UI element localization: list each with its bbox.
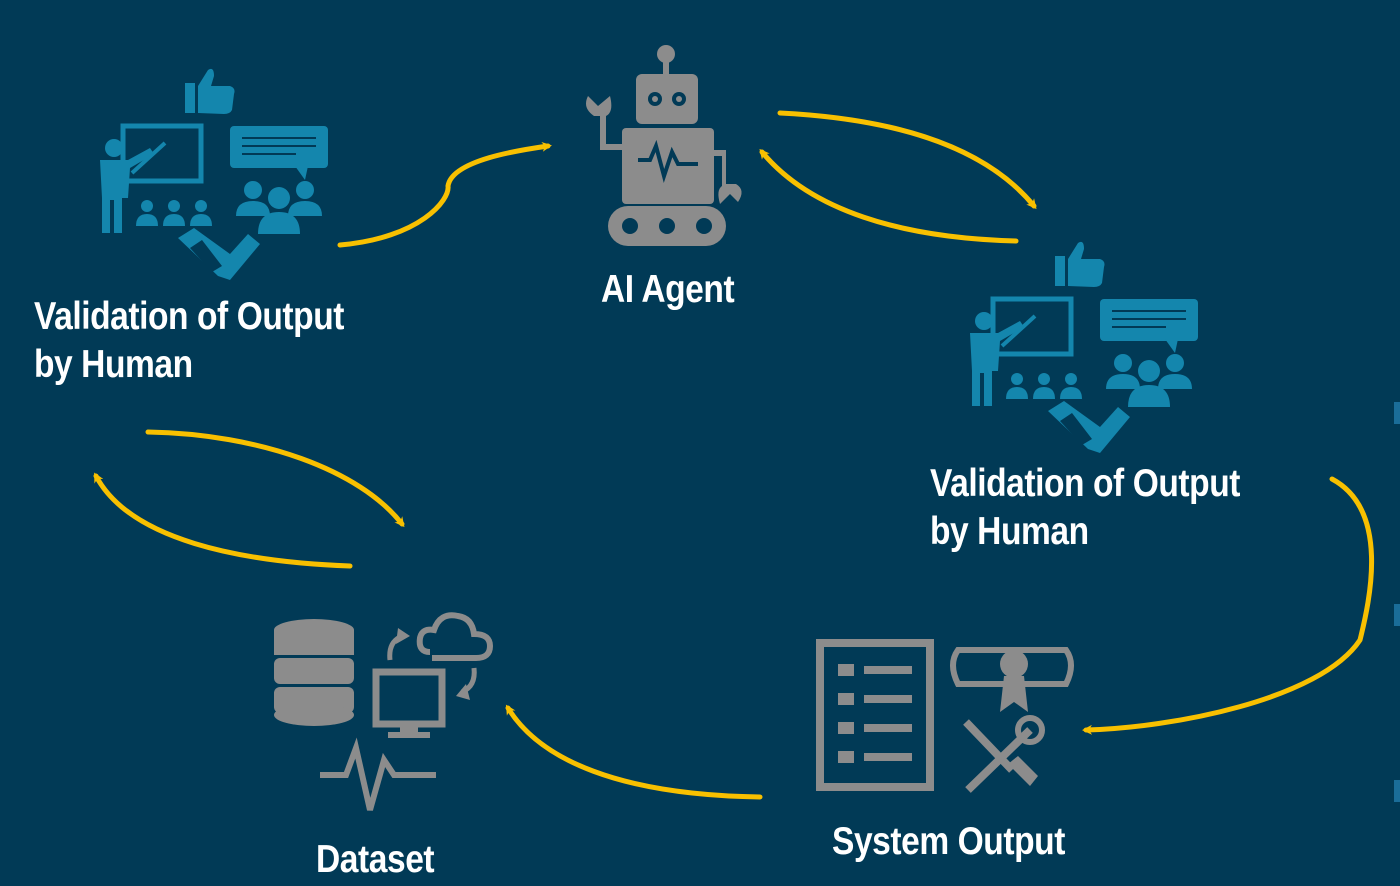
arrow-output-to-dataset bbox=[505, 704, 763, 800]
presentation-feedback-handshake-icon bbox=[100, 69, 328, 280]
system-output-label: System Output bbox=[832, 818, 1065, 866]
ai-agent-text: AI Agent bbox=[601, 268, 735, 311]
edge-mark bbox=[1394, 604, 1400, 626]
validation-right-line2: by Human bbox=[930, 510, 1089, 553]
checklist-certificate-tools-icon bbox=[816, 639, 1074, 793]
validation-left-line2: by Human bbox=[34, 343, 193, 386]
arrow-validation-right-to-output bbox=[1082, 476, 1375, 735]
arrow-validation-to-dataset bbox=[145, 429, 405, 528]
robot-icon bbox=[586, 45, 742, 246]
validation-left-label: Validation of Output by Human bbox=[34, 293, 344, 389]
system-output-text: System Output bbox=[832, 820, 1065, 863]
validation-left-line1: Validation of Output bbox=[34, 295, 345, 338]
validation-right-line1: Validation of Output bbox=[930, 462, 1241, 505]
arrow-dataset-to-validation bbox=[93, 472, 353, 569]
dataset-label: Dataset bbox=[316, 836, 435, 884]
presentation-feedback-handshake-icon bbox=[970, 242, 1198, 453]
arrow-validation-right-to-agent bbox=[759, 148, 1019, 244]
arrow-validation-to-agent bbox=[337, 141, 552, 248]
ai-agent-label: AI Agent bbox=[601, 266, 735, 314]
validation-right-label: Validation of Output by Human bbox=[930, 460, 1240, 556]
edge-mark bbox=[1394, 780, 1400, 802]
edge-mark bbox=[1394, 402, 1400, 424]
database-cloud-sync-icon bbox=[274, 612, 494, 811]
arrow-agent-to-validation-right bbox=[777, 110, 1037, 210]
dataset-text: Dataset bbox=[316, 838, 435, 881]
